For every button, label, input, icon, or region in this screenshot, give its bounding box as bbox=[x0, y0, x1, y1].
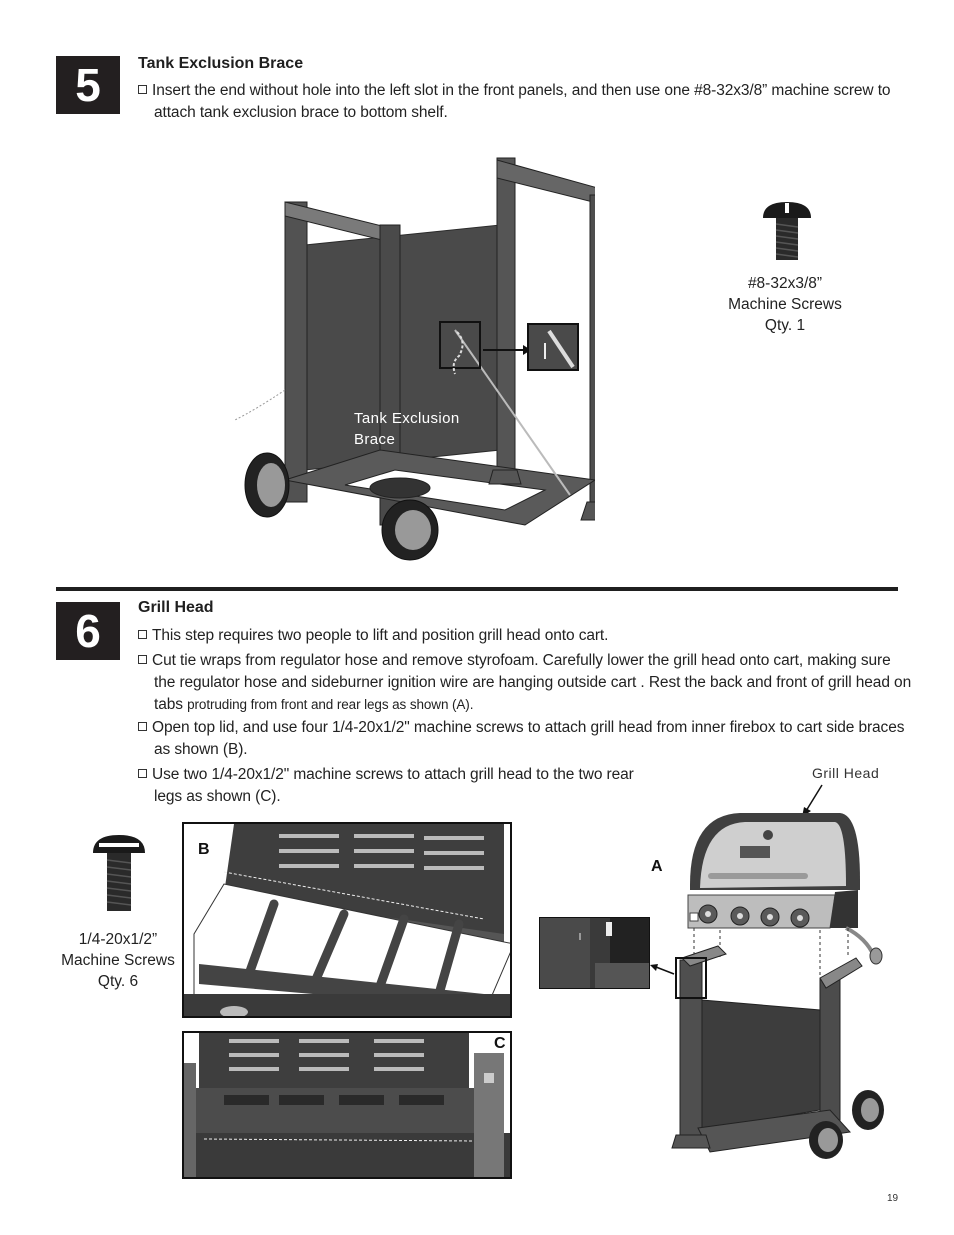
step-6-number: 6 bbox=[56, 602, 120, 660]
detail-a-arrow bbox=[650, 964, 675, 975]
step-5-bullet-1: Insert the end without hole into the lef… bbox=[138, 80, 914, 124]
step-5-number: 5 bbox=[56, 56, 120, 114]
brace-detail-inset bbox=[527, 323, 579, 371]
detail-c-label: C bbox=[494, 1035, 506, 1052]
section-divider bbox=[56, 587, 898, 591]
detail-a-label: A bbox=[651, 858, 663, 875]
page-number: 19 bbox=[887, 1193, 899, 1204]
hardware-qty: Qty. 6 bbox=[97, 973, 139, 990]
grill-assembly-diagram bbox=[671, 813, 884, 1159]
detail-b-label: B bbox=[198, 841, 210, 858]
hardware-type: Machine Screws bbox=[728, 296, 842, 313]
hardware-type: Machine Screws bbox=[61, 952, 175, 969]
hardware-name: 1/4-20x1/2” bbox=[78, 931, 158, 948]
machine-screw-small-icon bbox=[763, 202, 811, 260]
step-6-hardware-caption: 1/4-20x1/2” Machine Screws Qty. 6 bbox=[50, 929, 186, 992]
step-5-hardware-caption: #8-32x3/8” Machine Screws Qty. 1 bbox=[714, 273, 856, 336]
checkbox-icon bbox=[138, 769, 147, 778]
step-6-bullet-1: This step requires two people to lift an… bbox=[138, 625, 914, 647]
tank-exclusion-brace-label: Tank Exclusion Brace bbox=[354, 410, 460, 448]
checkbox-icon bbox=[138, 85, 147, 94]
grill-head-label: Grill Head bbox=[812, 765, 880, 781]
step-6-bullet-4: Use two 1/4-20x1/2" machine screws to at… bbox=[138, 764, 634, 808]
step-5-title: Tank Exclusion Brace bbox=[138, 55, 304, 72]
machine-screw-large-icon bbox=[93, 835, 145, 911]
cart-frame-diagram bbox=[234, 157, 595, 561]
checkbox-icon bbox=[138, 630, 147, 639]
detail-c-frame bbox=[182, 1031, 512, 1179]
step-6-title: Grill Head bbox=[138, 599, 214, 616]
detail-a-inset bbox=[539, 917, 650, 989]
hardware-qty: Qty. 1 bbox=[764, 317, 806, 334]
hardware-name: #8-32x3/8” bbox=[747, 275, 823, 292]
checkbox-icon bbox=[138, 655, 147, 664]
step-6-bullet-2: Cut tie wraps from regulator hose and re… bbox=[138, 650, 914, 716]
step-6-bullet-3: Open top lid, and use four 1/4-20x1/2" m… bbox=[138, 717, 914, 761]
detail-b-frame bbox=[182, 822, 512, 1018]
checkbox-icon bbox=[138, 722, 147, 731]
